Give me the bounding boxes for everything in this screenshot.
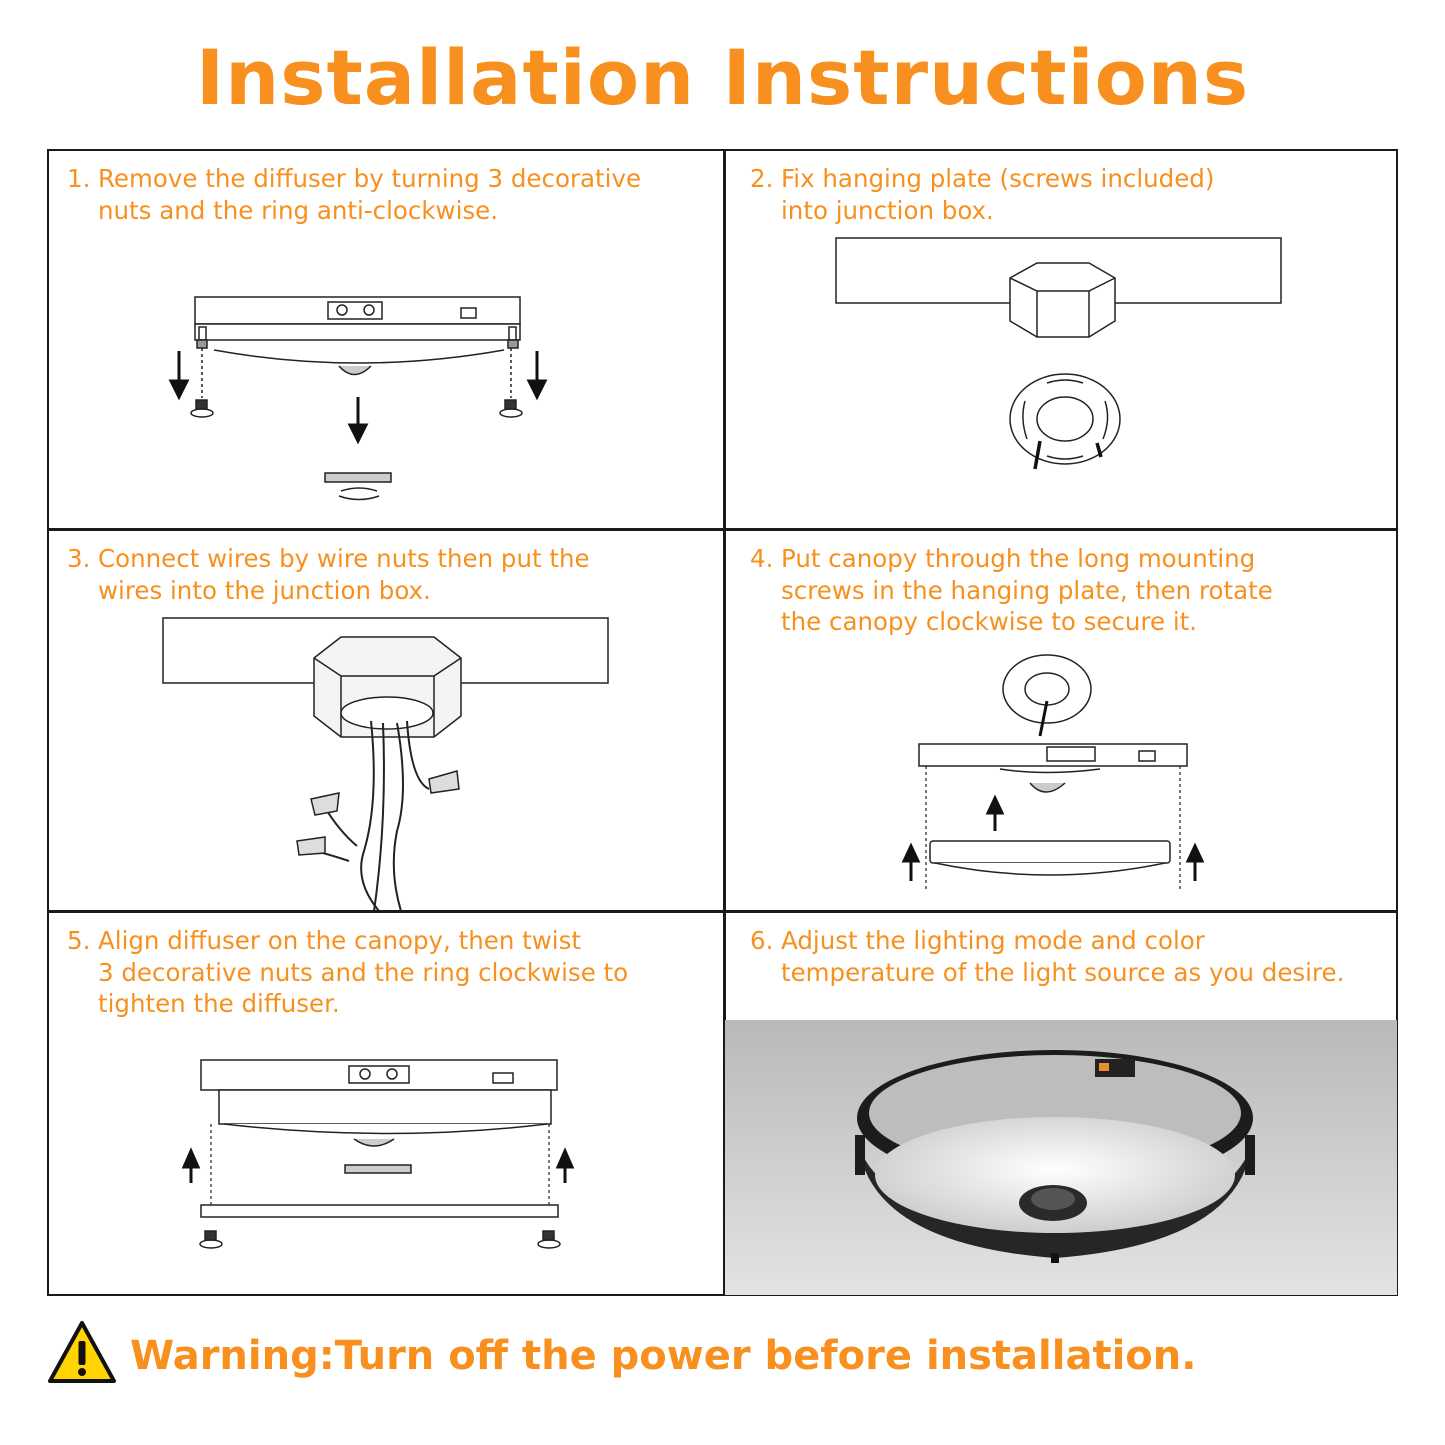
grid-divider-row-2 — [49, 910, 1396, 913]
mount-canopy-diagram — [901, 654, 1205, 891]
step-line: Remove the diffuser by turning 3 decorat… — [98, 164, 642, 193]
step-6-text: 6. Adjust the lighting mode and color te… — [750, 925, 1344, 988]
install-diffuser-diagram — [181, 1059, 575, 1249]
step-line: wires into the junction box. — [98, 575, 431, 605]
step-5-panel: 5. Align diffuser on the canopy, then tw… — [49, 913, 723, 1295]
step-line: screws in the hanging plate, then rotate — [781, 575, 1273, 605]
connect-wires-diagram — [162, 617, 609, 910]
step-line: Fix hanging plate (screws included) — [781, 164, 1215, 193]
ceiling-light-photo — [725, 1020, 1397, 1295]
step-5-text: 5. Align diffuser on the canopy, then tw… — [67, 925, 628, 1020]
grid-divider-vertical — [723, 151, 726, 1294]
step-number: 1. — [67, 164, 91, 193]
step-line: Align diffuser on the canopy, then twist — [98, 926, 581, 955]
step-4-text: 4. Put canopy through the long mounting … — [750, 543, 1273, 638]
instruction-grid: 1. Remove the diffuser by turning 3 deco… — [47, 149, 1398, 1296]
step-line: the canopy clockwise to secure it. — [781, 607, 1198, 636]
step-3-panel: 3. Connect wires by wire nuts then put t… — [49, 531, 723, 910]
step-number: 4. — [750, 544, 774, 573]
step-1-panel: 1. Remove the diffuser by turning 3 deco… — [49, 151, 723, 528]
step-line: tighten the diffuser. — [98, 989, 340, 1018]
step-1-text: 1. Remove the diffuser by turning 3 deco… — [67, 163, 641, 226]
step-number: 5. — [67, 926, 91, 955]
step-number: 3. — [67, 544, 91, 573]
step-line: Connect wires by wire nuts then put the — [98, 544, 590, 573]
grid-divider-row-1 — [49, 528, 1396, 531]
warning-triangle-icon — [48, 1321, 116, 1383]
step-line: nuts and the ring anti-clockwise. — [98, 195, 499, 225]
step-6-panel: 6. Adjust the lighting mode and color te… — [725, 913, 1397, 1295]
step-2-panel: 2. Fix hanging plate (screws included) i… — [725, 151, 1397, 528]
step-line: Adjust the lighting mode and color — [781, 926, 1205, 955]
warning-text: Warning:Turn off the power before instal… — [130, 1333, 1197, 1379]
hanging-plate-diagram — [835, 237, 1282, 470]
step-number: 2. — [750, 164, 774, 193]
step-number: 6. — [750, 926, 774, 955]
warning-banner: Warning:Turn off the power before instal… — [47, 1316, 1347, 1386]
step-line: Put canopy through the long mounting — [781, 544, 1256, 573]
step-line: into junction box. — [781, 195, 994, 225]
step-4-panel: 4. Put canopy through the long mounting … — [725, 531, 1397, 910]
step-line: temperature of the light source as you d… — [781, 957, 1345, 987]
step-2-text: 2. Fix hanging plate (screws included) i… — [750, 163, 1214, 226]
step-line: 3 decorative nuts and the ring clockwise… — [98, 957, 629, 987]
page-title: Installation Instructions — [195, 33, 1250, 122]
step-3-text: 3. Connect wires by wire nuts then put t… — [67, 543, 590, 606]
remove-diffuser-diagram — [168, 296, 548, 501]
